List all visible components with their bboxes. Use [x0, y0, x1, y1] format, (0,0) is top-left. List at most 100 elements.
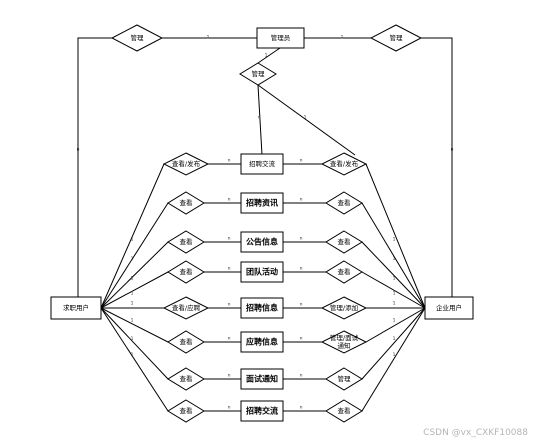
line-seeker-row-1 — [100, 202, 169, 309]
card-mid-left-row-0: n — [228, 159, 231, 164]
relation-left-label-row-3: 查看 — [180, 267, 194, 276]
entity-company-label: 企业用户 — [436, 303, 462, 312]
card-company-row-3: 1 — [393, 291, 396, 297]
card-company-row-0: 1 — [393, 237, 396, 243]
entity-row-6 — [240, 368, 284, 390]
card-mid-right: 1 — [304, 115, 307, 121]
relation-left-label-row-1: 查看 — [180, 198, 194, 207]
relation-right-label-row-1: 查看 — [338, 198, 352, 207]
card-admin-mid: 1 — [265, 53, 268, 59]
entity-label-row-6: 面试通知 — [246, 374, 278, 384]
card-company-row-6: 1 — [393, 336, 396, 342]
card-admin-left: 1 — [207, 35, 210, 41]
line-seeker-row-7 — [100, 307, 169, 412]
entity-row-7 — [240, 400, 284, 422]
line-rel-left-to-seeker — [77, 37, 112, 297]
relation-left-row-7 — [167, 399, 205, 423]
entity-admin — [256, 27, 305, 49]
card-mid-left-row-1: n — [228, 198, 231, 203]
relation-admin-seeker-label: 管理 — [131, 33, 145, 42]
card-admin-right: 1 — [341, 35, 344, 41]
line-right-company-row-3 — [361, 271, 426, 309]
line-seeker-row-0 — [100, 163, 165, 309]
relation-admin-company — [369, 24, 423, 52]
card-mid-chat: n — [258, 116, 261, 121]
card-mid-right-row-4: n — [300, 303, 303, 308]
entity-label-row-3: 团队活动 — [246, 267, 278, 277]
line-rel-mid-to-rel-right — [257, 84, 356, 156]
relation-admin-seeker — [110, 24, 164, 52]
relation-left-row-6 — [167, 367, 205, 391]
relation-left-row-0 — [162, 152, 210, 176]
card-company-row-7: 1 — [393, 352, 396, 358]
entity-label-row-7: 招聘交流 — [246, 406, 278, 416]
relation-right-label-row-6: 管理 — [338, 374, 352, 383]
entity-admin-label: 管理员 — [271, 33, 291, 42]
relation-right-row-3 — [325, 260, 363, 284]
card-mid-left-row-6: n — [228, 374, 231, 379]
relation-right-label-row-5-line-1: 通知 — [338, 341, 351, 350]
entity-label-row-5: 应聘信息 — [246, 337, 278, 347]
card-mid-right-row-1: n — [300, 198, 303, 203]
card-mid-right-row-2: n — [300, 237, 303, 242]
line-right-company-row-2 — [361, 241, 426, 309]
relation-left-label-row-7: 查看 — [180, 406, 194, 415]
relation-left-row-1 — [167, 191, 205, 215]
connector-lines — [77, 37, 453, 412]
relation-right-label-row-7: 查看 — [338, 406, 352, 415]
card-seeker-top: n — [77, 148, 80, 153]
relation-right-label-row-0: 查看/发布 — [330, 159, 359, 168]
line-seeker-row-5 — [100, 307, 169, 343]
card-mid-left-row-5: n — [228, 337, 231, 342]
relation-right-label-row-4: 管理/添加 — [330, 303, 358, 312]
line-right-company-row-6 — [361, 307, 426, 380]
entity-company — [424, 296, 474, 320]
relation-left-label-row-6: 查看 — [180, 374, 194, 383]
entity-label-row-2: 公告信息 — [246, 237, 278, 247]
entity-row-2 — [240, 231, 284, 253]
card-mid-right-row-0: n — [300, 159, 303, 164]
card-seeker-row-5: 1 — [131, 318, 134, 324]
card-mid-right-row-7: n — [300, 406, 303, 411]
relation-right-row-5 — [320, 330, 368, 354]
line-seeker-row-2 — [100, 241, 169, 309]
line-right-company-row-1 — [361, 202, 426, 309]
relation-left-row-3 — [167, 260, 205, 284]
card-mid-left-row-4: n — [228, 303, 231, 308]
card-company-row-2: 1 — [393, 276, 396, 282]
line-rel-right-to-company — [421, 37, 453, 297]
relation-left-label-row-5: 查看 — [180, 337, 194, 346]
card-company-row-1: 1 — [393, 256, 396, 262]
entity-seeker-label: 求职用户 — [63, 303, 89, 312]
entity-row-1 — [240, 192, 284, 214]
relation-right-row-1 — [325, 191, 363, 215]
card-seeker-row-3: 1 — [131, 291, 134, 297]
relation-right-row-7 — [325, 399, 363, 423]
relation-right-label-row-3: 查看 — [338, 267, 352, 276]
line-right-company-row-7 — [361, 307, 426, 412]
relation-left-label-row-0: 查看/发布 — [172, 159, 201, 168]
line-seeker-row-6 — [100, 307, 169, 380]
center-rows: 查看/发布招聘交流查看/发布查看招聘资讯查看查看公告信息查看查看团队活动查看查看… — [162, 152, 368, 423]
card-mid-right-row-6: n — [300, 374, 303, 379]
line-right-company-row-0 — [365, 163, 426, 309]
card-mid-left-row-7: n — [228, 406, 231, 411]
entity-row-5 — [240, 331, 284, 353]
relation-admin-mid — [239, 62, 277, 86]
card-mid-left-row-2: n — [228, 237, 231, 242]
entity-row-4 — [240, 297, 284, 319]
line-admin-to-rel-mid — [257, 47, 281, 64]
card-company-row-5: 1 — [393, 318, 396, 324]
relation-left-row-2 — [167, 230, 205, 254]
relation-left-row-4 — [162, 296, 210, 320]
card-company-top: n — [451, 148, 454, 153]
card-seeker-row-7: 1 — [131, 352, 134, 358]
entity-seeker — [50, 296, 102, 320]
relation-right-row-0 — [320, 152, 368, 176]
relation-right-row-6 — [325, 367, 363, 391]
entity-row-0 — [240, 153, 284, 175]
card-mid-right-row-3: n — [300, 267, 303, 272]
relation-left-label-row-2: 查看 — [180, 237, 194, 246]
relation-left-label-row-4: 查看/应聘 — [172, 303, 201, 312]
